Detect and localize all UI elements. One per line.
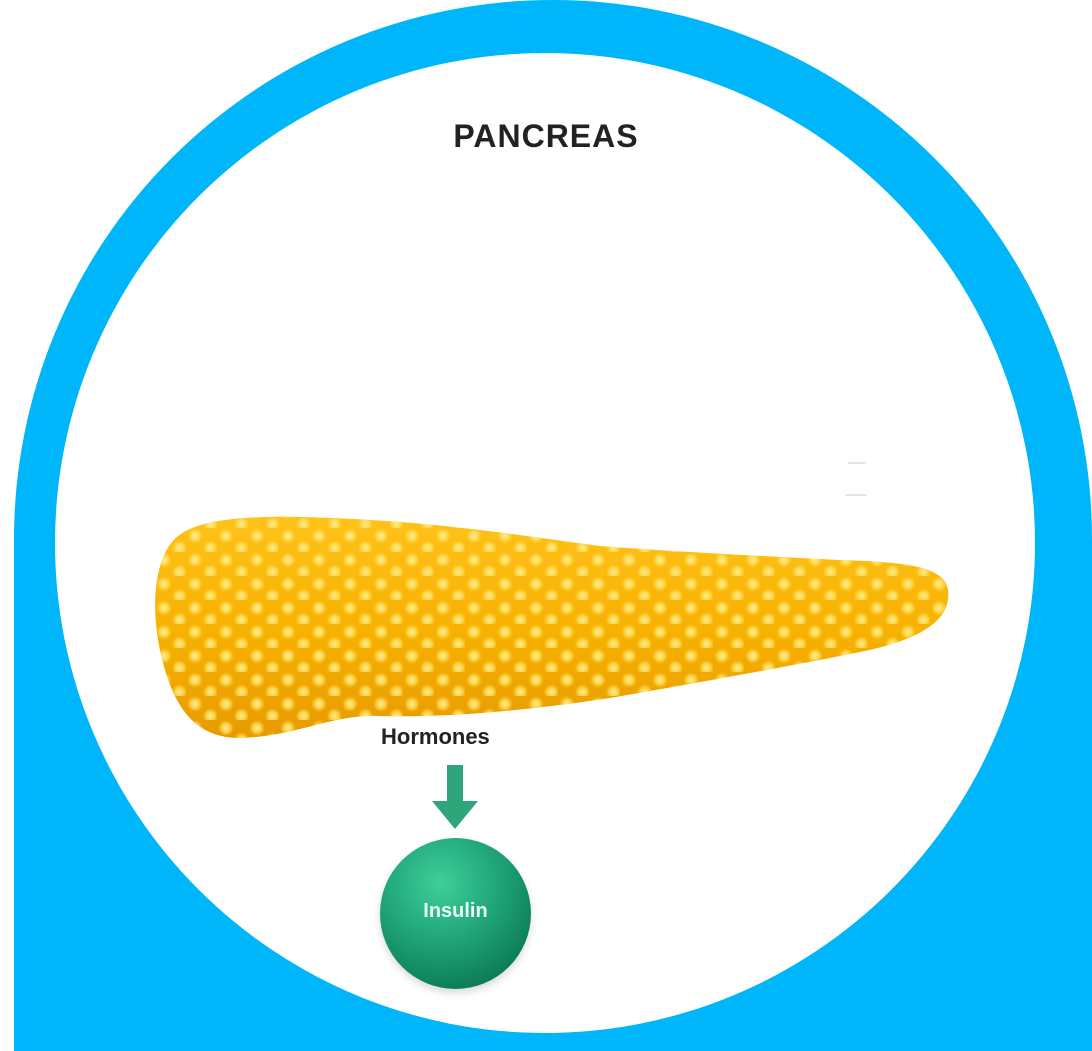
down-arrow-icon [430, 765, 480, 831]
pancreas-shape [140, 500, 970, 760]
insulin-label: Insulin [380, 900, 531, 923]
hormones-label: Hormones [381, 724, 490, 750]
insulin-sphere: Insulin [380, 838, 531, 989]
